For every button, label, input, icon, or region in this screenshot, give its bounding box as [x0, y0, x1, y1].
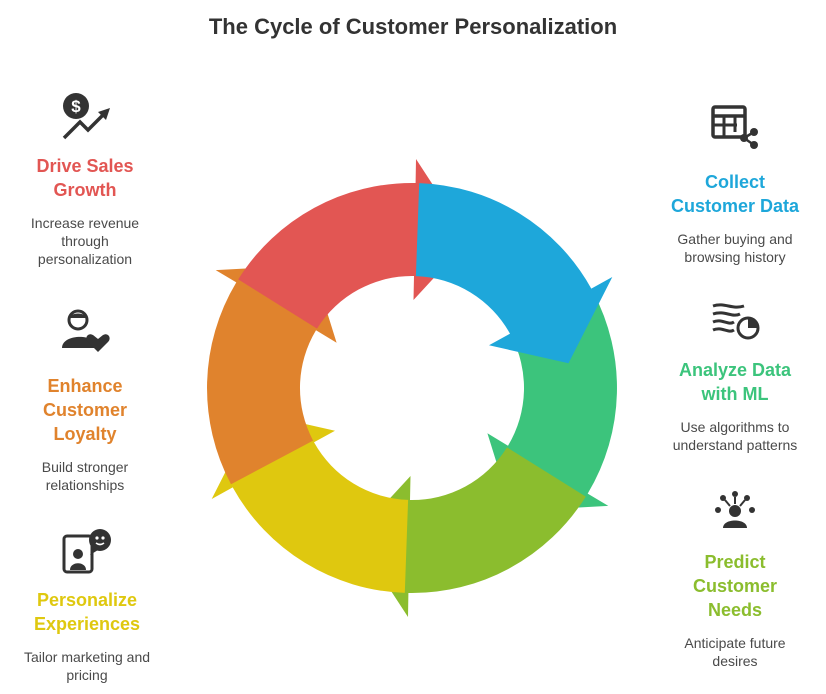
svg-text:$: $	[71, 97, 81, 116]
step-drive-sales: $ Drive Sales Growth Increase revenue th…	[10, 92, 160, 268]
dollar-growth-icon: $	[62, 93, 110, 140]
step-description: Build stronger relationships	[41, 459, 129, 493]
step-description: Tailor marketing and pricing	[23, 649, 151, 683]
step-description: Anticipate future desires	[684, 635, 786, 669]
arrow-drive-sales	[238, 159, 469, 329]
data-table-share-icon	[711, 105, 758, 149]
step-heading: Predict Customer Needs	[692, 552, 777, 620]
step-enhance-loyalty: Enhance Customer Loyalty Build stronger …	[10, 308, 160, 494]
arrow-collect-data	[415, 183, 613, 364]
step-heading: Collect Customer Data	[670, 172, 800, 216]
step-heading: Enhance Customer Loyalty	[42, 376, 127, 444]
step-analyze-data: Analyze Data with ML Use algorithms to u…	[650, 300, 820, 454]
step-heading: Personalize Experiences	[33, 590, 141, 634]
diagram-title: The Cycle of Customer Personalization	[208, 14, 618, 39]
step-description: Increase revenue through personalization	[30, 215, 140, 267]
step-description: Use algorithms to understand patterns	[672, 419, 798, 453]
step-predict-needs: Predict Customer Needs Anticipate future…	[650, 490, 820, 670]
step-description: Gather buying and browsing history	[677, 231, 793, 265]
person-speech-icon	[62, 529, 111, 574]
person-network-icon	[715, 491, 755, 528]
step-collect-data: Collect Customer Data Gather buying and …	[650, 104, 820, 266]
step-heading: Drive Sales Growth	[36, 156, 134, 200]
step-heading: Analyze Data with ML	[678, 360, 792, 404]
step-personalize-experiences: Personalize Experiences Tailor marketing…	[0, 528, 174, 684]
data-stream-chart-icon	[712, 303, 760, 340]
arrow-predict-needs	[355, 447, 586, 617]
person-heart-icon	[62, 309, 110, 352]
